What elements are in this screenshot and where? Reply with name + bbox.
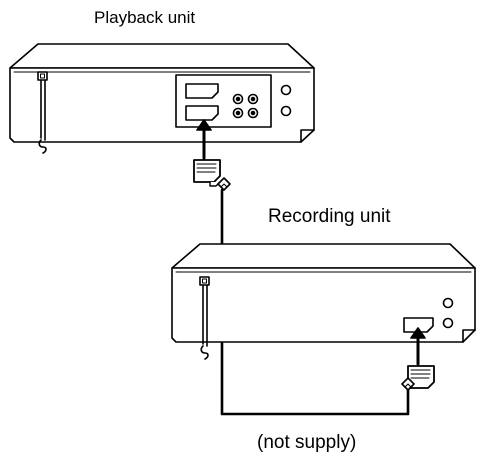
playback-scart-plug (193, 159, 231, 191)
recording-side-jack (442, 297, 454, 309)
playback-terminal-panel (175, 74, 272, 128)
playback-connect-arrow (196, 119, 212, 160)
recording-unit-front (171, 267, 476, 343)
playback-side-jack (280, 84, 292, 96)
recording-scart-plug (401, 365, 435, 391)
recording-connect-arrow (410, 327, 426, 366)
recording-side-jack (442, 317, 454, 329)
playback-unit-label: Playback unit (94, 8, 196, 27)
playback-unit (9, 43, 315, 160)
recording-unit-label: Recording unit (268, 206, 391, 227)
playback-scart-upper (185, 83, 219, 99)
recording-unit-top (171, 243, 476, 269)
playback-power-cord (37, 71, 48, 154)
playback-scart-lower (185, 105, 219, 121)
cable-note-label: (not supply) (257, 432, 357, 453)
playback-unit-top (9, 43, 315, 69)
recording-unit (171, 243, 476, 366)
playback-side-jack (280, 105, 292, 117)
recording-scart-socket (403, 317, 434, 333)
rca-jack (232, 107, 244, 119)
recording-power-cord (199, 276, 210, 360)
rca-jack (232, 93, 244, 105)
rca-jack (247, 93, 259, 105)
rca-jack (247, 107, 259, 119)
